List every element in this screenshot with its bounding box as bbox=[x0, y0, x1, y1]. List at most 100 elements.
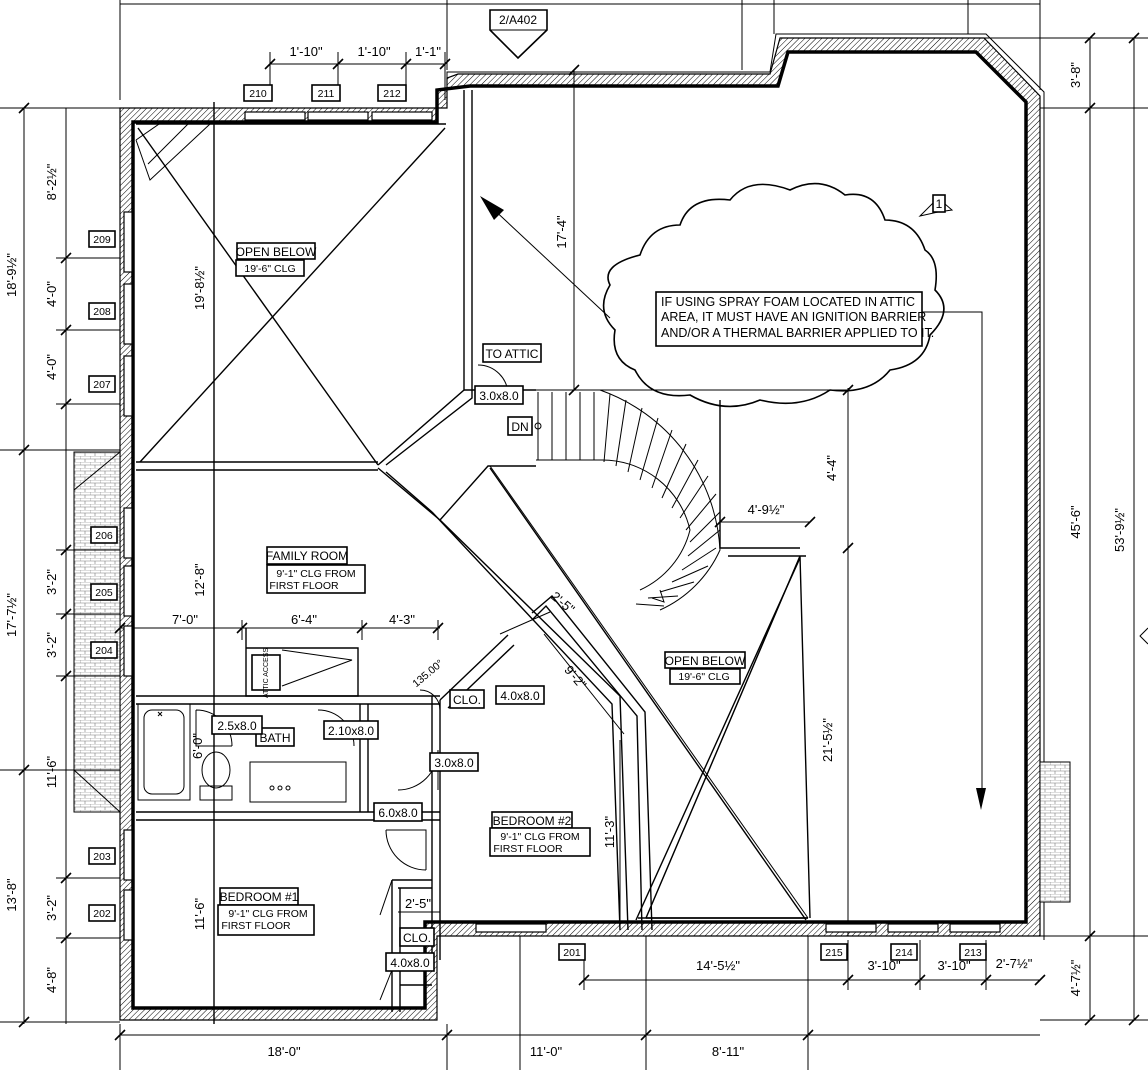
dim-3-8: 3'-8" bbox=[1068, 62, 1083, 88]
dim-3-10-b: 3'-10" bbox=[937, 958, 971, 973]
open-below-x bbox=[489, 465, 809, 919]
open-below-top-ceiling: 19'-6" CLG bbox=[244, 263, 295, 275]
bedroom1-ceiling-1: 9'-1" CLG FROM bbox=[228, 908, 307, 920]
window-tag-215: 215 bbox=[825, 947, 843, 959]
dim-left-inner-4: 3'-2" bbox=[44, 569, 59, 595]
dim-left-inner-3: 4'-0" bbox=[44, 354, 59, 380]
dim-3-10-a: 3'-10" bbox=[867, 958, 901, 973]
dim-7-0: 7'-0" bbox=[172, 612, 198, 627]
door-size-2: 2.5x8.0 bbox=[217, 719, 257, 733]
dim-4-4: 4'-4" bbox=[824, 455, 839, 481]
dim-45-6: 45'-6" bbox=[1068, 505, 1083, 539]
section-marker-shape bbox=[489, 9, 548, 60]
stair-down-label: DN bbox=[511, 420, 528, 434]
dim-left-inner-5: 3'-2" bbox=[44, 632, 59, 658]
window-tag-203: 203 bbox=[93, 851, 111, 863]
dim-11-0: 11'-0" bbox=[530, 1044, 563, 1059]
dim-4-9: 4'-9½" bbox=[748, 502, 785, 517]
chute-top-left bbox=[135, 121, 211, 181]
window-tag-211: 211 bbox=[318, 88, 335, 100]
bedroom2-name: BEDROOM #2 bbox=[493, 814, 572, 828]
dim-4-3: 4'-3" bbox=[389, 612, 415, 627]
window-tag-202: 202 bbox=[93, 908, 111, 920]
brick-chimney-right bbox=[1039, 761, 1071, 903]
dim-12-8: 12'-8" bbox=[192, 563, 207, 597]
window-tag-205: 205 bbox=[95, 587, 113, 599]
dim-left-outer-3: 13'-8" bbox=[4, 878, 19, 912]
dim-2-7: 2'-7½" bbox=[996, 956, 1033, 971]
note-line-2: AREA, IT MUST HAVE AN IGNITION BARRIER bbox=[661, 310, 926, 324]
window-tag-204: 204 bbox=[95, 645, 113, 657]
window-tag-201: 201 bbox=[563, 947, 581, 959]
window-tag-210: 210 bbox=[249, 88, 267, 100]
note-line-3: AND/OR A THERMAL BARRIER APPLIED TO IT. bbox=[661, 326, 934, 340]
dim-left-inner-2: 4'-0" bbox=[44, 281, 59, 307]
interior-walls bbox=[136, 90, 811, 1024]
dim-21-5: 21'-5½" bbox=[820, 718, 835, 762]
dim-17-4: 17'-4" bbox=[554, 215, 569, 249]
dim-53-9: 53'-9½" bbox=[1112, 508, 1127, 552]
attic-access-hatch bbox=[251, 654, 281, 691]
window-tag-207: 207 bbox=[93, 379, 111, 391]
bath-label: BATH bbox=[259, 731, 290, 745]
window-tag-212: 212 bbox=[383, 88, 401, 100]
exterior-walls bbox=[119, 33, 1045, 1021]
dim-top-3: 1'-1" bbox=[415, 44, 441, 59]
windows bbox=[123, 111, 1001, 941]
dim-left-inner-8: 4'-8" bbox=[44, 967, 59, 993]
dim-18-0: 18'-0" bbox=[267, 1044, 301, 1059]
closet-label-b: CLO. bbox=[403, 931, 431, 945]
door-size-6: 6.0x8.0 bbox=[378, 806, 418, 820]
to-attic-label: TO ATTIC bbox=[486, 347, 539, 361]
bedroom2-ceiling-1: 9'-1" CLG FROM bbox=[500, 831, 579, 843]
family-room-ceiling-2: FIRST FLOOR bbox=[269, 580, 339, 592]
door-size-1: 3.0x8.0 bbox=[479, 389, 519, 403]
dim-top-2: 1'-10" bbox=[357, 44, 391, 59]
open-below-right-ceiling: 19'-6" CLG bbox=[678, 671, 729, 683]
door-size-4: 4.0x8.0 bbox=[500, 689, 540, 703]
door-size-5: 3.0x8.0 bbox=[434, 756, 474, 770]
window-tag-213: 213 bbox=[964, 947, 982, 959]
dim-top-1: 1'-10" bbox=[289, 44, 323, 59]
dim-4-7: 4'-7½" bbox=[1068, 959, 1083, 996]
bedroom2-ceiling-2: FIRST FLOOR bbox=[493, 843, 563, 855]
dim-left-outer-2: 17'-7½" bbox=[4, 593, 19, 637]
dim-11-3: 11'-3" bbox=[602, 816, 617, 849]
family-room-name: FAMILY ROOM bbox=[266, 549, 348, 563]
dim-left-outer-1: 18'-9½" bbox=[4, 253, 19, 297]
closet-label-a: CLO. bbox=[453, 693, 481, 707]
dim-angle: 135.00° bbox=[410, 657, 446, 690]
family-room-ceiling-1: 9'-1" CLG FROM bbox=[276, 568, 355, 580]
bedroom1-ceiling-2: FIRST FLOOR bbox=[221, 920, 291, 932]
curved-stair bbox=[536, 389, 721, 611]
bath-fixtures bbox=[137, 703, 347, 803]
bedroom1-name: BEDROOM #1 bbox=[220, 890, 299, 904]
window-tag-208: 208 bbox=[93, 306, 111, 318]
brick-chimney-left bbox=[73, 451, 121, 813]
window-tag-206: 206 bbox=[95, 530, 113, 542]
window-tag-209: 209 bbox=[93, 234, 111, 246]
dim-9-2: 9'-2" bbox=[561, 662, 589, 692]
revision-cloud bbox=[602, 182, 945, 408]
note-tag: 1 bbox=[936, 197, 943, 211]
dim-2-5-closet: 2'-5" bbox=[405, 896, 431, 911]
dim-8-11: 8'-11" bbox=[712, 1044, 745, 1059]
dim-19-8: 19'-8½" bbox=[192, 266, 207, 310]
door-size-7: 4.0x8.0 bbox=[390, 956, 430, 970]
dim-left-inner-1: 8'-2½" bbox=[44, 163, 59, 200]
section-marker-label: 2/A402 bbox=[499, 13, 537, 27]
dim-left-inner-6: 11'-6" bbox=[44, 756, 59, 789]
dim-14-5: 14'-5½" bbox=[696, 958, 740, 973]
arrows bbox=[480, 196, 986, 810]
open-below-right-name: OPEN BELOW bbox=[665, 654, 746, 668]
dim-11-6: 11'-6" bbox=[192, 898, 207, 931]
dim-2-5: 2'-5" bbox=[548, 588, 578, 616]
dim-left-inner-7: 3'-2" bbox=[44, 895, 59, 921]
door-size-3: 2.10x8.0 bbox=[328, 724, 374, 738]
edge-marker bbox=[1139, 627, 1148, 645]
dim-6-0: 6'-0" bbox=[190, 733, 205, 759]
open-below-top-name: OPEN BELOW bbox=[236, 245, 317, 259]
window-tags: 210 211 212 209 208 207 206 205 204 203 … bbox=[88, 84, 987, 961]
